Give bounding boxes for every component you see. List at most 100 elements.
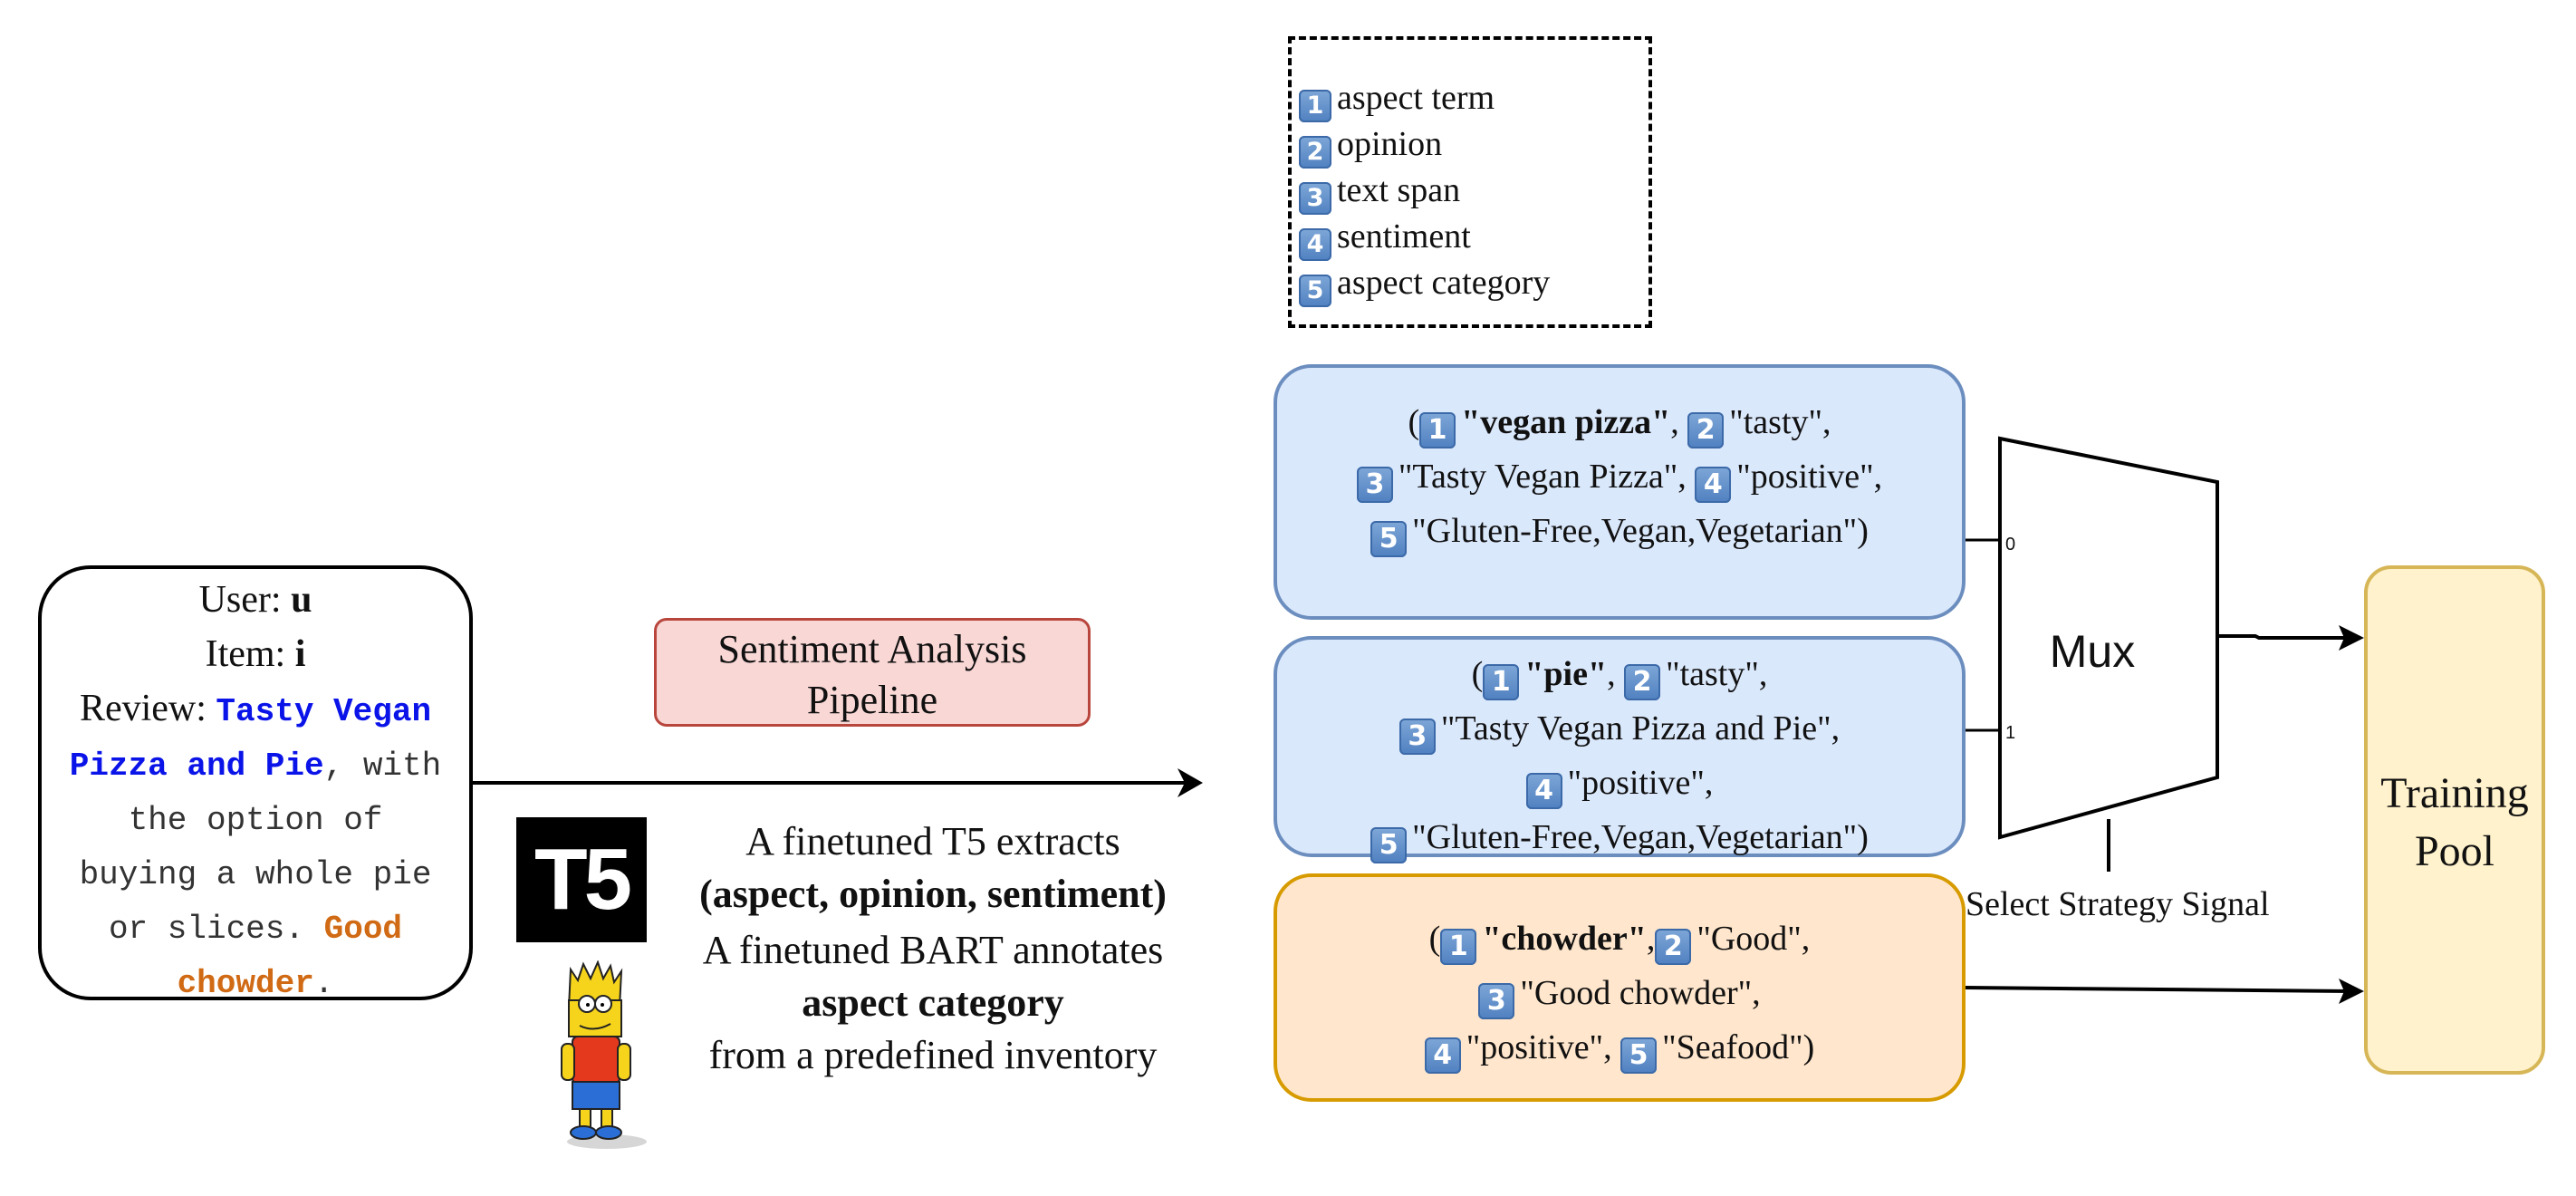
tuple-aspect-term: "vegan pizza" — [1461, 403, 1671, 441]
user-line: User: u — [42, 573, 469, 627]
training-pool-line2: Pool — [2414, 827, 2495, 875]
keycap-1-icon: 1 — [1419, 412, 1456, 448]
tuple-aspect-term: "chowder" — [1482, 920, 1647, 958]
review-text-3: buying a whole pie — [79, 856, 432, 893]
bart-character-icon — [561, 960, 647, 1149]
tuple-aspect-category: "Seafood") — [1662, 1028, 1815, 1066]
tuple-sentiment: "positive", — [1466, 1028, 1612, 1066]
tuple-open-paren: ( — [1408, 403, 1420, 441]
keycap-1-icon: 1 — [1483, 664, 1520, 700]
user-review-box: User: u Item: i Review: Tasty Vegan Pizz… — [38, 565, 473, 1002]
training-pool-box: Training Pool — [2364, 565, 2545, 1075]
keycap-3-icon: 3 — [1478, 983, 1515, 1019]
pipeline-title-line2: Pipeline — [806, 678, 938, 722]
tuple-chowder: (1"chowder",2"Good", 3"Good chowder", 4"… — [1274, 873, 1966, 1102]
t5-logo: T5 — [516, 817, 647, 942]
keycap-4-icon: 4 — [1424, 1037, 1461, 1074]
model-description: A finetuned T5 extracts (aspect, opinion… — [652, 815, 1214, 1082]
tuple-b-line3: 4"positive", — [1277, 756, 1962, 810]
review-keyword-pizza: Tasty Vegan — [216, 693, 432, 730]
review-keyword-pizza-cont: Pizza and Pie — [69, 748, 324, 785]
tuple-b-line2: 3"Tasty Vegan Pizza and Pie", — [1277, 701, 1962, 756]
sentiment-pipeline-box: Sentiment Analysis Pipeline — [654, 618, 1091, 727]
item-value: i — [294, 633, 306, 675]
tuple-c-line2: 3"Good chowder", — [1277, 966, 1962, 1020]
review-keyword-chowder-cont: chowder — [177, 965, 314, 1002]
tuple-c-line3: 4"positive", 5"Seafood") — [1277, 1020, 1962, 1075]
tuple-separator: , — [1607, 655, 1616, 693]
mux-port-1-label: 1 — [2005, 723, 2016, 743]
keycap-5-icon: 5 — [1370, 521, 1408, 557]
tuple-opinion: "tasty", — [1729, 403, 1831, 441]
tuple-a-line3: 5"Gluten-Free,Vegan,Vegetarian") — [1277, 504, 1962, 558]
pipeline-title-line1: Sentiment Analysis — [717, 627, 1027, 671]
review-line-1: Review: Tasty Vegan — [42, 681, 469, 739]
keycap-2-icon: 2 — [1687, 412, 1725, 448]
tuple-text-span: "Tasty Vegan Pizza and Pie", — [1440, 709, 1841, 748]
tuple-text-span: "Tasty Vegan Pizza", — [1398, 458, 1687, 496]
tuple-open-paren: ( — [1428, 920, 1441, 958]
keycap-2-icon: 2 — [1299, 136, 1331, 169]
tuple-a-line2: 3"Tasty Vegan Pizza", 4"positive", — [1277, 449, 1962, 504]
item-label: Item: — [205, 633, 286, 675]
select-strategy-signal-label: Select Strategy Signal — [1966, 885, 2270, 923]
keycap-1-icon: 1 — [1440, 929, 1477, 965]
tuple-separator: , — [1670, 403, 1679, 441]
bart-inventory-note: from a predefined inventory — [708, 1033, 1158, 1077]
tuple-c-line1: (1"chowder",2"Good", — [1277, 911, 1962, 966]
seafood-tuple-arrowhead — [2339, 979, 2364, 1004]
training-pool-line1: Training — [2380, 769, 2529, 817]
keycap-4-icon: 4 — [1695, 467, 1732, 503]
tuple-aspect-category: "Gluten-Free,Vegan,Vegetarian") — [1412, 512, 1869, 550]
keycap-3-icon: 3 — [1399, 719, 1436, 755]
tuple-separator: , — [1646, 920, 1656, 958]
t5-output-triplet: (aspect, opinion, sentiment) — [699, 872, 1167, 916]
tuple-a-line1: (1"vegan pizza", 2"tasty", — [1277, 395, 1962, 449]
review-text-5: . — [313, 965, 334, 1002]
review-keyword-chowder: Good — [323, 911, 403, 948]
keycap-5-icon: 5 — [1620, 1037, 1658, 1074]
review-line-5: or slices. Good — [42, 902, 469, 957]
tuple-b-line4: 5"Gluten-Free,Vegan,Vegetarian") — [1277, 810, 1962, 864]
review-text-2: the option of — [128, 802, 383, 839]
keycap-5-icon: 5 — [1370, 827, 1408, 863]
tuple-aspect-category: "Gluten-Free,Vegan,Vegetarian") — [1412, 818, 1869, 856]
review-label: Review: — [79, 688, 207, 729]
keycap-4-icon: 4 — [1299, 228, 1331, 261]
review-line-6: chowder. — [42, 957, 469, 1011]
mux-output-arrowhead — [2339, 625, 2364, 651]
legend-label: sentiment — [1337, 217, 1471, 256]
keycap-4-icon: 4 — [1525, 773, 1562, 809]
tuple-aspect-term: "pie" — [1524, 655, 1608, 693]
pipeline-arrowhead — [1177, 768, 1203, 797]
user-value: u — [291, 579, 312, 621]
tuple-vegan-pizza: (1"vegan pizza", 2"tasty", 3"Tasty Vegan… — [1274, 364, 1966, 620]
legend-label: aspect category — [1337, 264, 1551, 302]
tuple-opinion: "Good", — [1697, 920, 1811, 958]
legend-label: opinion — [1337, 125, 1443, 163]
keycap-1-icon: 1 — [1299, 90, 1331, 122]
item-line: Item: i — [42, 627, 469, 681]
tuple-sentiment: "positive", — [1736, 458, 1883, 496]
review-line-2: Pizza and Pie, with — [42, 739, 469, 794]
tuple-text-span: "Good chowder", — [1520, 974, 1761, 1012]
bart-description: A finetuned BART annotates — [702, 928, 1164, 972]
tuple-pie: (1"pie", 2"tasty", 3"Tasty Vegan Pizza a… — [1274, 636, 1966, 863]
keycap-3-icon: 3 — [1299, 182, 1331, 215]
legend-label: aspect term — [1337, 79, 1495, 117]
keycap-5-icon: 5 — [1299, 275, 1331, 307]
tuple-sentiment: "positive", — [1567, 764, 1714, 802]
review-text-1: , with — [323, 748, 442, 785]
user-label: User: — [198, 579, 282, 621]
keycap-3-icon: 3 — [1356, 467, 1393, 503]
t5-description: A finetuned T5 extracts — [745, 819, 1120, 863]
tuple-b-line1: (1"pie", 2"tasty", — [1277, 647, 1962, 701]
mux-shape — [1998, 436, 2219, 840]
tuple-open-paren: ( — [1471, 655, 1484, 693]
